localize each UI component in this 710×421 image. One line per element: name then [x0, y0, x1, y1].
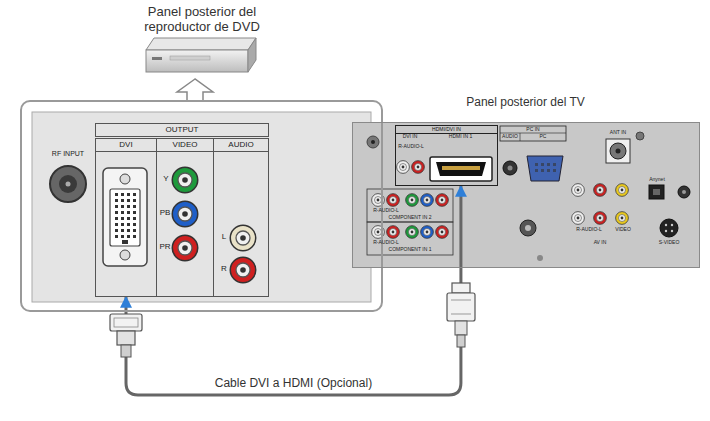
port-label: VIDEO — [611, 227, 635, 233]
dvi-output-port — [103, 168, 147, 266]
port-label: COMPONENT IN 2 — [369, 215, 451, 221]
panel-heading: Panel posterior del reproductor de DVD — [127, 5, 277, 35]
dvd-rear-panel: Panel posterior del reproductor de DVDDV… — [20, 100, 383, 312]
cable-connector — [126, 186, 461, 395]
port-label: RF INPUT — [38, 150, 98, 158]
port-header: DVI — [96, 139, 156, 152]
port-label: Y — [161, 175, 171, 184]
port-label: PR — [158, 243, 172, 252]
port-label: R-AUDIO-L — [394, 144, 428, 150]
port-label: AUDIO — [500, 134, 520, 140]
port-label: COMPONENT IN 1 — [369, 247, 451, 253]
port-label: DVI IN — [396, 134, 424, 140]
dvi-output-cell: DVI — [95, 138, 157, 297]
zoom-arrow — [177, 79, 213, 101]
dvi-plug — [110, 314, 142, 357]
cable-label: Cable DVI a HDMI (Opcional) — [212, 376, 375, 390]
port-label: R — [219, 265, 229, 274]
panel-heading: Panel posterior del TV — [438, 96, 613, 110]
port-label: R-AUDIO-L — [369, 240, 403, 246]
port-label: PC IN — [500, 127, 566, 133]
port-label: ANT IN — [601, 130, 635, 136]
video-output-cell: VIDEO — [156, 138, 214, 297]
port-header: VIDEO — [157, 139, 213, 152]
audio-r-jack — [230, 257, 255, 282]
port-label: R-AUDIO-L — [369, 208, 403, 214]
pr-jack — [172, 235, 197, 260]
rf-input-jack — [50, 166, 86, 202]
port-label: PC — [520, 134, 566, 140]
port-header: AUDIO — [214, 139, 268, 152]
port-label: L — [219, 233, 229, 242]
port-label: AV IN — [568, 240, 632, 246]
hdmi-plug — [447, 283, 475, 347]
y-jack — [172, 167, 197, 192]
dvd-panel-plate — [32, 112, 371, 302]
dvd-player-icon — [146, 38, 256, 72]
audio-output-cell: AUDIO — [213, 138, 269, 297]
port-label: Anynet — [644, 177, 670, 183]
port-label: R-AUDIO-L — [568, 227, 610, 233]
tv-rear-panel-art — [352, 122, 700, 268]
port-header: HDMI/DVI IN — [396, 126, 497, 134]
section-header: OUTPUT — [95, 123, 269, 137]
port-label: HDMI IN 1 — [424, 134, 497, 140]
port-label: PB — [158, 209, 172, 218]
port-label: S-VIDEO — [652, 240, 686, 246]
pb-jack — [172, 201, 197, 226]
audio-l-jack — [230, 225, 255, 250]
